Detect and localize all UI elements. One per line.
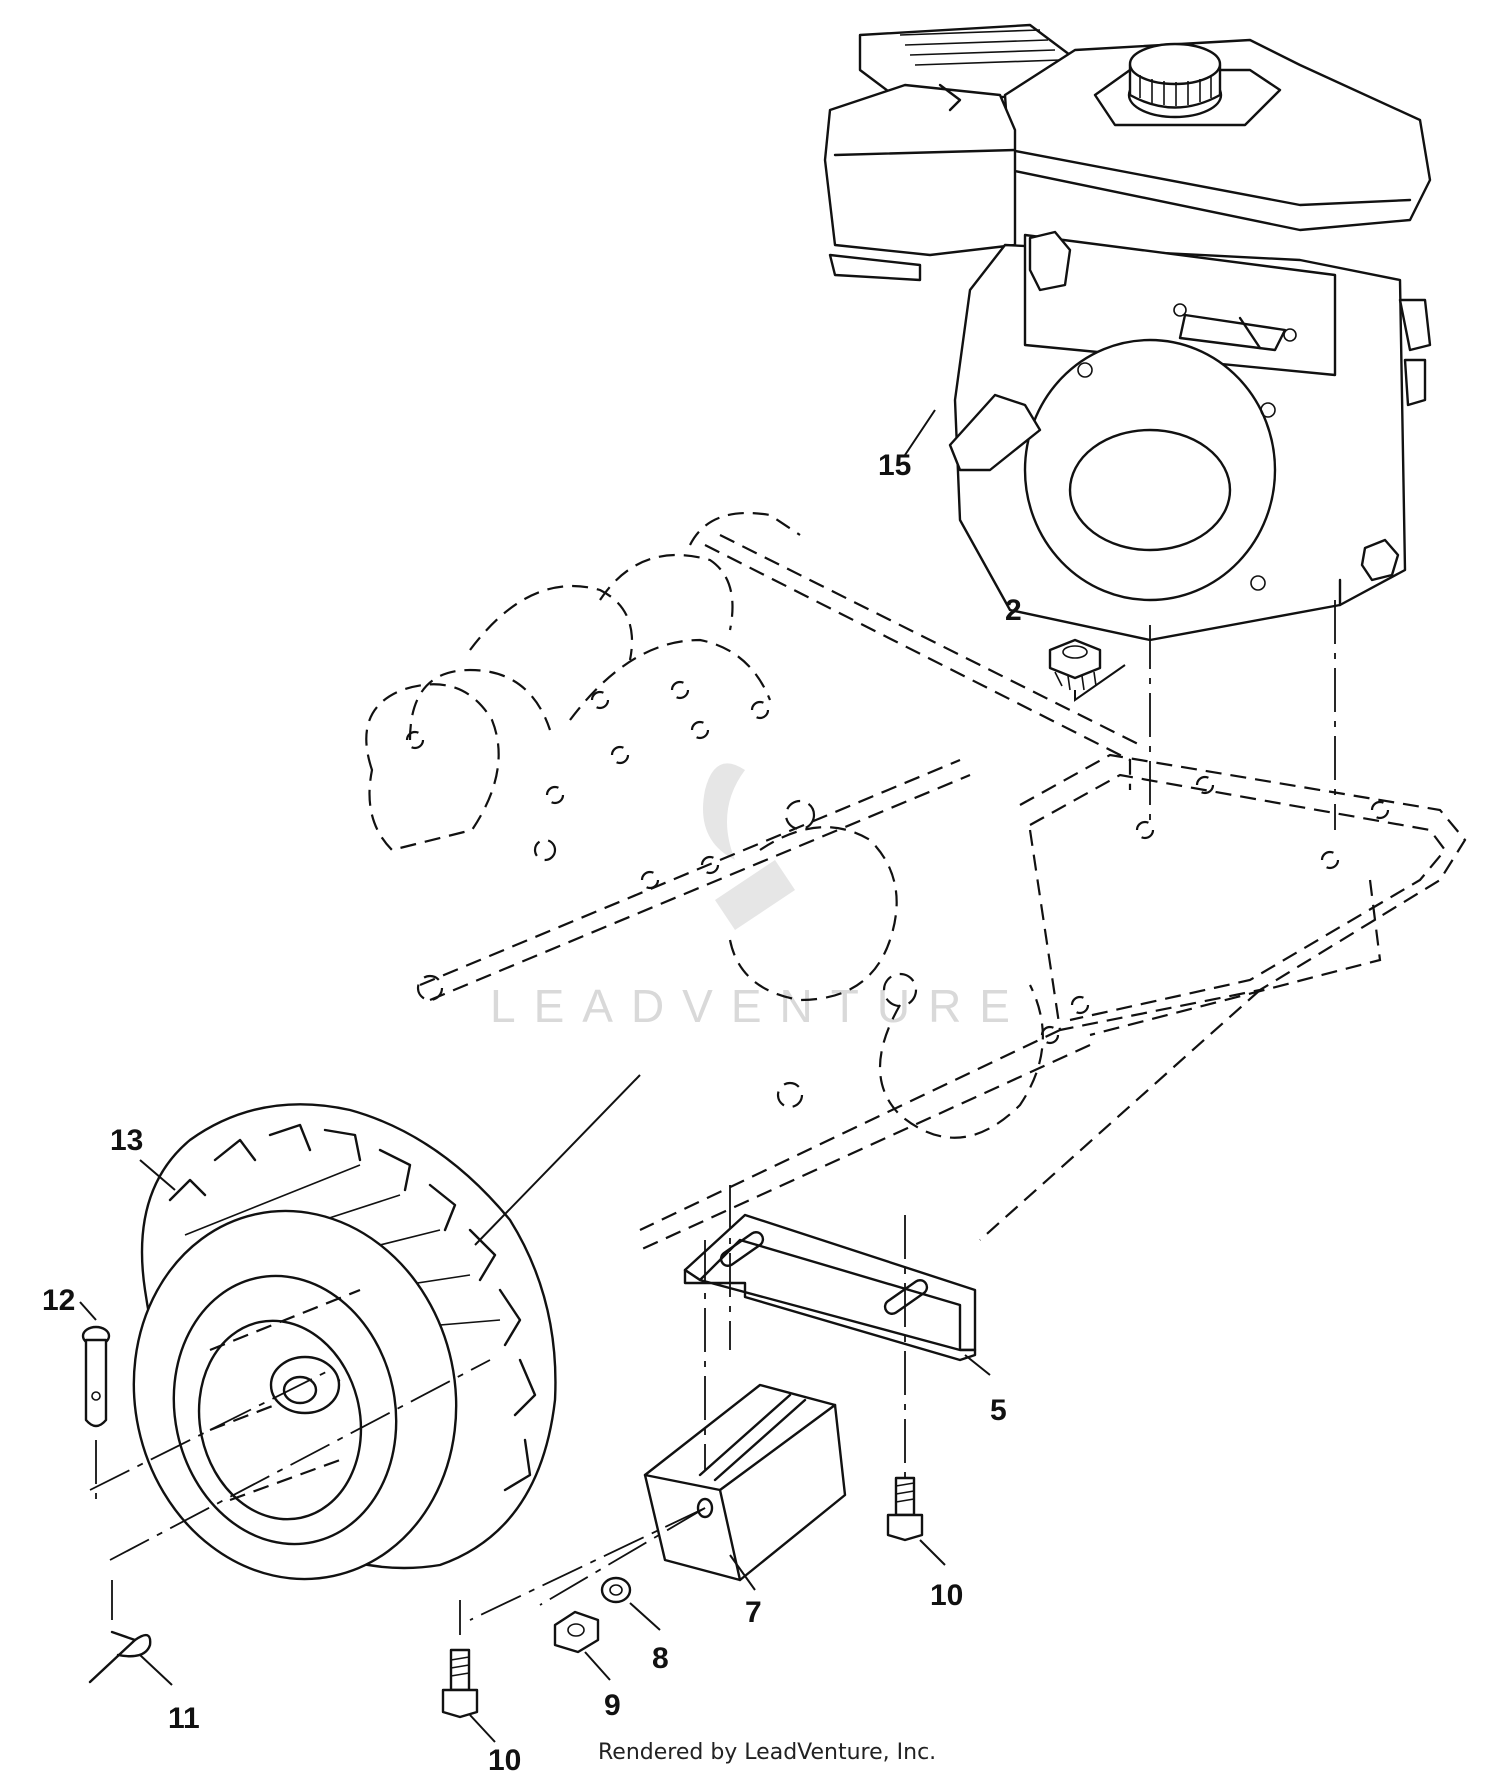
clevis-pin (79, 1301, 111, 1505)
callout-12: 12 (42, 1284, 75, 1317)
callout-8: 8 (652, 1642, 669, 1675)
callout-7: 7 (745, 1596, 762, 1629)
wheel-assembly (89, 1074, 641, 1581)
engine (823, 23, 1432, 830)
callout-2: 2 (1005, 594, 1022, 627)
callout-13: 13 (110, 1124, 143, 1157)
render-credit: Rendered by LeadVenture, Inc. (598, 1740, 937, 1765)
bumper-block (469, 1240, 847, 1621)
mounting-bracket (683, 1185, 991, 1520)
callout-11: 11 (168, 1702, 200, 1735)
hairpin-clip (88, 1580, 173, 1686)
hex-bolt-right (886, 1476, 946, 1566)
flange-nut (1048, 638, 1126, 702)
watermark-text: LEADVENTURE (490, 980, 1028, 1032)
callout-10-right: 10 (930, 1579, 963, 1612)
leadventure-watermark: LEADVENTURE (490, 763, 1028, 1032)
hex-bolt-left (441, 1600, 496, 1743)
callout-10-left: 10 (488, 1744, 521, 1774)
hex-nut (553, 1610, 611, 1681)
callout-9: 9 (604, 1689, 621, 1722)
callout-labels: 15 2 13 12 5 7 10 10 8 9 11 (42, 409, 1022, 1774)
callout-15: 15 (878, 449, 911, 482)
tiller-frame-phantom (365, 511, 1467, 1252)
callout-5: 5 (990, 1394, 1007, 1427)
lock-washer (600, 1576, 661, 1631)
